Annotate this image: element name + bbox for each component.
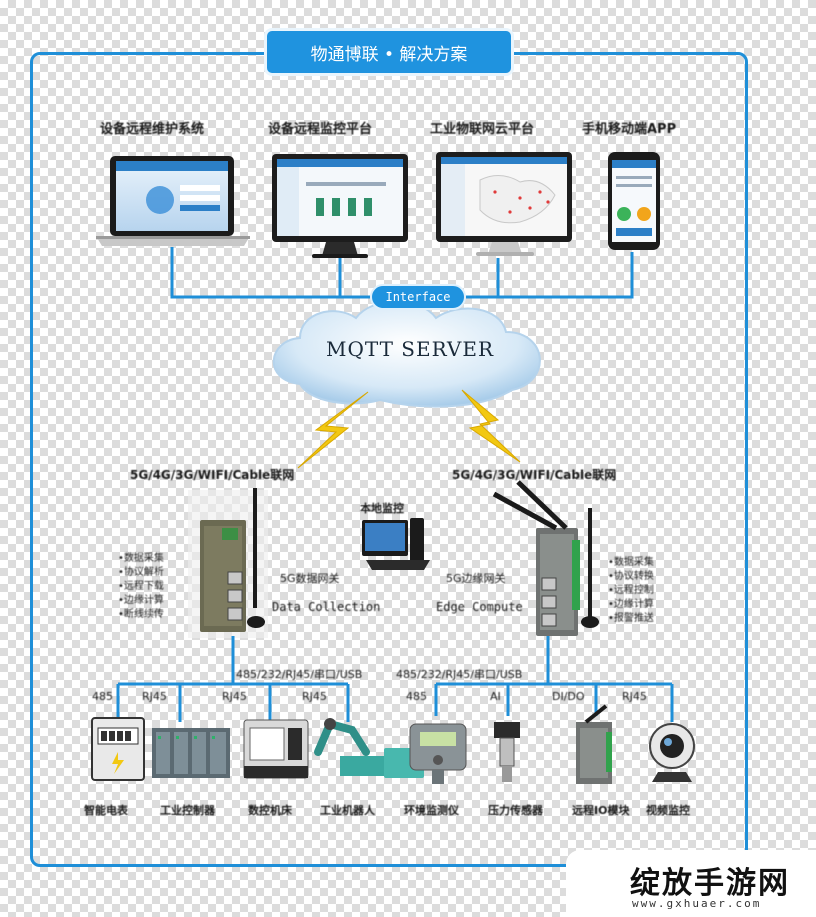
bottom-device-label: 环境监测仪 [404,804,459,817]
bottom-device-label: 数控机床 [248,804,292,817]
plc-controller-icon [152,728,230,778]
energy-meter-icon [91,717,145,781]
left-gateway-title: 5G/4G/3G/WIFI/Cable联网 [130,468,295,482]
bottom-device-label: 工业机器人 [320,804,375,817]
feature-item: 远程控制 [608,584,654,598]
mqtt-server-label: MQTT SERVER [325,337,495,361]
feature-item: 协议解析 [118,566,164,580]
lightning-bolt-icon [297,391,369,469]
bottom-device-label: 视频监控 [646,804,690,817]
feature-item: 边缘计算 [118,594,164,608]
monitor-icon [436,152,572,256]
left-mid-label-cn: 5G数据网关 [280,572,340,585]
top-device-label: 设备远程维护系统 [100,122,205,137]
bottom-device-label: 远程IO模块 [572,804,630,817]
feature-item: 数据采集 [118,552,164,566]
right-bus [434,636,674,722]
cloud-icon [272,300,541,408]
monitor-icon [272,154,408,258]
environment-monitor-icon [409,723,467,784]
feature-item: 数据采集 [608,556,654,570]
feature-item: 边缘计算 [608,598,654,612]
phone-icon [608,152,660,250]
right-gateway-device [492,480,599,636]
port-label: RJ45 [222,690,247,703]
feature-item: 断线续传 [118,608,164,622]
feature-item: 报警推送 [608,612,654,626]
laptop-icon [96,156,250,246]
port-label: RJ45 [622,690,647,703]
right-gateway-title: 5G/4G/3G/WIFI/Cable联网 [452,468,617,482]
webcam-icon [649,723,695,782]
bottom-device-label: 工业控制器 [160,804,215,817]
watermark-url: www.gxhuaer.com [632,897,762,910]
feature-item: 远程下载 [118,580,164,594]
right-mid-label-en: Edge Compute [436,600,523,614]
right-feature-list: 数据采集 协议转换 远程控制 边缘计算 报警推送 [608,556,654,626]
interface-pill: Interface [370,284,466,310]
left-bus-label: 485/232/RJ45/串口/USB [236,668,363,681]
top-device-label: 工业物联网云平台 [430,122,535,137]
lightning-bolt-icon [461,389,521,463]
remote-io-module-icon [576,704,612,784]
left-bus [116,636,350,722]
bottom-device-label: 智能电表 [84,804,128,817]
desktop-pc-icon [362,518,430,570]
pressure-sensor-icon [494,722,520,782]
bottom-device-label: 压力传感器 [488,804,543,817]
local-pc-label: 本地监控 [360,502,404,515]
watermark-text: 绽放手游网 [630,866,790,901]
port-label: 485 [92,690,113,703]
port-label: AI [490,690,501,703]
left-mid-label-en: Data Collection [272,600,381,614]
industrial-robot-icon [314,718,424,778]
port-label: RJ45 [302,690,327,703]
left-gateway-device [188,488,268,638]
top-device-label: 手机移动端APP [582,122,677,137]
page-title: 物通博联 • 解决方案 [264,28,514,76]
right-mid-label-cn: 5G边缘网关 [446,572,506,585]
cnc-machine-icon [243,719,309,779]
top-device-label: 设备远程监控平台 [268,122,373,137]
feature-item: 协议转换 [608,570,654,584]
right-bus-label: 485/232/RJ45/串口/USB [396,668,523,681]
top-connectors [170,247,634,299]
port-label: RJ45 [142,690,167,703]
watermark-panel [566,850,816,917]
left-feature-list: 数据采集 协议解析 远程下载 边缘计算 断线续传 [118,552,164,622]
port-label: DI/DO [552,690,585,703]
port-label: 485 [406,690,427,703]
